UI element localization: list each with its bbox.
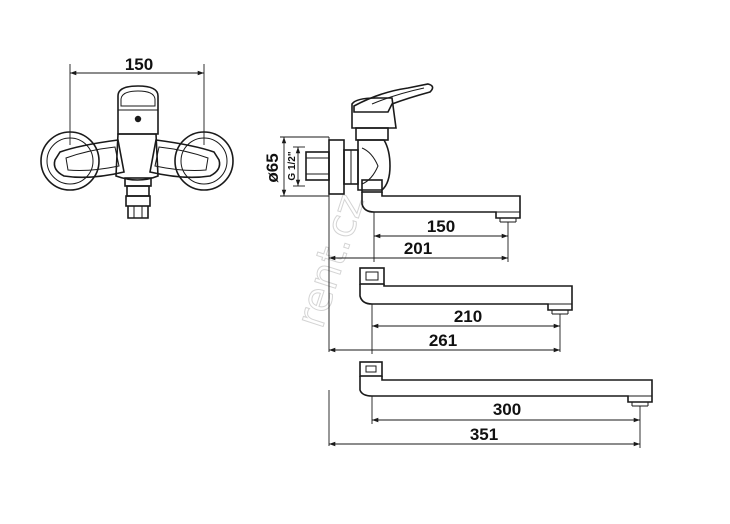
watermark-text: rent.cz: [288, 189, 374, 333]
left-arm: [53, 139, 125, 179]
right-escutcheon: [174, 131, 234, 191]
side-body: [357, 139, 391, 191]
lever-screw-icon: [134, 115, 142, 123]
outlet-nut: [124, 177, 152, 219]
front-view: 150: [40, 55, 234, 219]
lever-handle: [353, 83, 434, 113]
eccentric-connector: [305, 151, 330, 181]
spout-150-total-dim: 201: [404, 239, 432, 258]
front-width-dim: 150: [125, 55, 153, 74]
spout-300: [359, 361, 653, 407]
spout-150-reach-dim: 150: [427, 217, 455, 236]
spout-300-total-dim: 351: [470, 425, 498, 444]
cartridge-cap: [117, 85, 159, 135]
mixer-body: [115, 133, 159, 181]
side-cartridge-cap: [351, 97, 397, 129]
side-view: ø65 G 1/2": [263, 83, 653, 448]
diameter-dim: ø65: [263, 153, 282, 182]
spout-300-reach-dim: 300: [493, 400, 521, 419]
left-escutcheon: [40, 131, 100, 191]
right-arm: [149, 139, 221, 179]
spout-150: [361, 179, 521, 223]
spout-210-total-dim: 261: [429, 331, 457, 350]
spout-210-reach-dim: 210: [454, 307, 482, 326]
thread-dim: G 1/2": [287, 151, 298, 180]
side-escutcheon: [328, 139, 345, 195]
